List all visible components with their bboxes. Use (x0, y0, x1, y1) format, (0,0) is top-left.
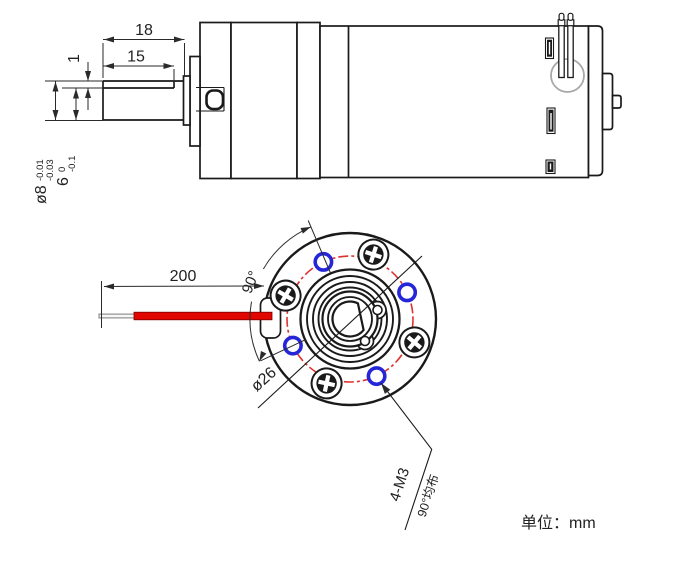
dim-dia8-tol-upper: -0.01 (35, 159, 46, 181)
end-cap-nub (611, 94, 622, 109)
dimension-4m3: 4-M3 90°均布 (380, 382, 442, 531)
dimension-1: 1 (66, 54, 91, 110)
output-shaft (102, 80, 184, 121)
face-screw (398, 326, 431, 359)
vent-slot-1 (544, 37, 555, 60)
gearbox-barrel (230, 21, 298, 180)
dim-200-label: 200 (170, 268, 197, 285)
dim-dia26-label: ø26 (248, 364, 280, 395)
bearing-boss (182, 75, 191, 126)
dim-6-tol-lower: -0.1 (67, 156, 78, 172)
end-cap-boss (601, 72, 614, 131)
terminal-pin-2 (567, 12, 574, 21)
dimension-200: 200 (101, 268, 265, 328)
hub-pin-hole-1 (372, 304, 383, 316)
face-screw (310, 367, 343, 400)
terminal-wire-1 (558, 24, 565, 79)
terminal-area (550, 12, 585, 93)
dimension-18: 18 (102, 22, 185, 78)
gearbox-body (199, 21, 622, 180)
shaft-extension-lines (45, 80, 103, 121)
dim-1-label: 1 (66, 54, 83, 63)
bolt-circle-red (286, 255, 414, 383)
motor-can (319, 25, 590, 179)
dim-90deg-label: 90° (239, 269, 263, 296)
motor-end-cap (587, 25, 604, 177)
dim-4m3-label: 4-M3 (386, 466, 413, 504)
m3-hole (397, 282, 418, 303)
dim-6-label: 6 (55, 177, 72, 186)
face-screws (269, 238, 431, 400)
lead-wire (98, 311, 273, 321)
tab-slot (205, 89, 225, 111)
vent-slot-2 (546, 107, 556, 135)
top-view-motor-side: 18 15 1 (33, 12, 622, 204)
dim-dia8-label: ø8 (33, 185, 50, 204)
dimension-6: 6 0 -0.1 (55, 88, 79, 186)
case-tab (196, 86, 225, 112)
terminal-wire-2 (567, 24, 574, 79)
shaft-d-hole (331, 300, 365, 338)
unit-note: 单位：mm (521, 514, 596, 532)
hub-inner-ring (327, 296, 373, 342)
dim-6-tol-upper: 0 (57, 167, 68, 172)
dim-4m3-note: 90°均布 (415, 473, 442, 519)
wire-red-insulation (133, 311, 273, 321)
dim-15-label: 15 (127, 49, 145, 66)
hub-step (189, 55, 201, 147)
hub-pin-hole-2 (359, 335, 371, 347)
terminal-pin-1 (558, 12, 565, 21)
vent-slots (544, 37, 556, 175)
m3-hole (366, 366, 387, 387)
dim-18-label: 18 (135, 22, 153, 39)
front-hub (182, 55, 201, 147)
dim-dia8-tol-lower: -0.03 (45, 159, 56, 181)
vent-slot-3 (545, 159, 556, 175)
output-hub (321, 290, 387, 351)
output-boss-rings (299, 268, 401, 370)
wire-bare-tip (98, 313, 137, 319)
gearbox-ring (296, 21, 321, 180)
dimension-dia8: ø8 -0.01 -0.03 (33, 81, 59, 204)
dimension-15: 15 (103, 49, 175, 85)
front-view-motor-face: ø26 90° 4-M3 90°均布 (98, 220, 442, 531)
face-screw (269, 279, 302, 312)
face-screw (357, 238, 390, 271)
gearbox-front-plate (199, 21, 232, 180)
